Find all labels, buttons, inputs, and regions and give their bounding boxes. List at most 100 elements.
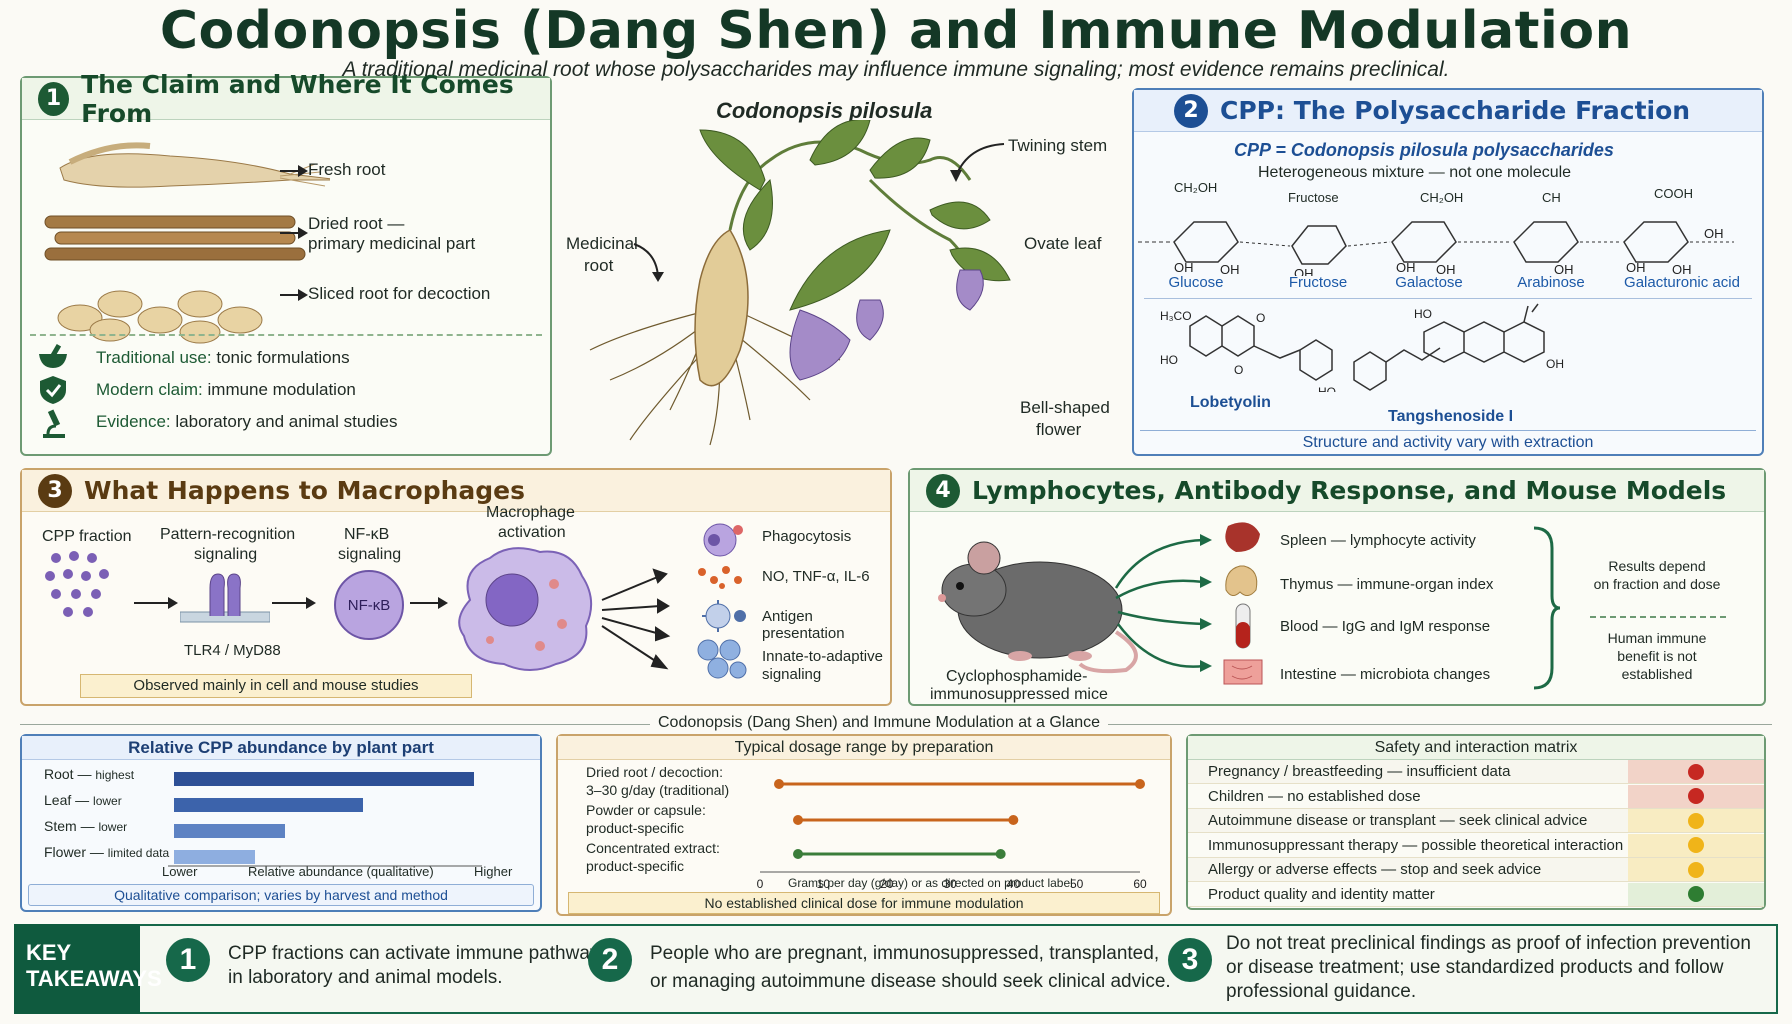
arrow-step-1	[134, 597, 178, 609]
safety-row: Immunosuppressant therapy — possible the…	[1188, 833, 1764, 858]
takeaways-label: KEY	[26, 940, 72, 965]
mortar-icon	[39, 343, 67, 368]
label-dried-root-2: primary medicinal part	[308, 234, 476, 253]
svg-text:OH: OH	[1220, 262, 1240, 276]
safety-row-text: Allergy or adverse effects — stop and se…	[1208, 861, 1542, 878]
svg-text:O: O	[1234, 363, 1243, 377]
label-dried-root: Dried root —	[308, 214, 405, 233]
dosage-tick-label: 10	[817, 877, 831, 891]
label-fresh-root: Fresh root	[308, 160, 386, 179]
sugar-top-arabinose: CH	[1542, 190, 1561, 205]
organ-spleen: Spleen — lymphocyte activity	[1280, 532, 1476, 549]
panel-number: 3	[38, 473, 72, 508]
label-sliced-root: Sliced root for decoction	[308, 284, 491, 303]
item-traditional-val: tonic formulations	[216, 348, 350, 367]
shield-icon	[40, 376, 66, 404]
safety-status-cell	[1628, 833, 1764, 857]
svg-text:OH: OH	[1294, 266, 1314, 276]
takeaway-2-line2: or managing autoimmune disease should se…	[650, 971, 1171, 992]
safety-row-text: Autoimmune disease or transplant — seek …	[1208, 812, 1588, 829]
svg-text:OH: OH	[1672, 262, 1692, 276]
panel-lymphocytes-header: 4 Lymphocytes, Antibody Response, and Mo…	[910, 470, 1764, 512]
label-ovate-leaf: Ovate leaf	[1024, 234, 1102, 253]
panel-claim-header: 1 The Claim and Where It Comes From	[22, 70, 550, 128]
dosage-row-2b: product-specific	[586, 820, 685, 836]
svg-text:H₃CO: H₃CO	[1160, 309, 1192, 323]
panel-number: 2	[1174, 93, 1208, 128]
divider	[1140, 430, 1756, 431]
step-nfkb-2: signaling	[338, 546, 402, 563]
safety-row: Allergy or adverse effects — stop and se…	[1188, 858, 1764, 882]
label-bell-flower-2: flower	[1036, 420, 1082, 439]
dosage-tick-label: 40	[1007, 877, 1021, 891]
svg-text:HO: HO	[1414, 307, 1432, 321]
dosage-axis-label: Grams per day (g/day) or as directed on …	[788, 876, 1073, 890]
cpp-definition: CPP = Codonopsis pilosula polysaccharide…	[1234, 140, 1614, 160]
dosage-title: Typical dosage range by preparation	[558, 736, 1170, 760]
sugar-top-galacturonic: COOH	[1654, 186, 1693, 201]
organ-thymus: Thymus — immune-organ index	[1280, 576, 1494, 593]
compound-lobetyolin: Lobetyolin	[1190, 394, 1271, 411]
brace	[1533, 526, 1561, 690]
takeaways-label-box	[14, 924, 140, 1014]
safety-row-text: Product quality and identity matter	[1208, 885, 1435, 903]
dosage-chart-panel: Typical dosage range by preparation Drie…	[556, 734, 1172, 916]
svg-text:O: O	[1256, 311, 1265, 325]
abundance-chart-panel: Relative CPP abundance by plant part Roo…	[20, 734, 542, 912]
panel-lymphocytes-title: Lymphocytes, Antibody Response, and Mous…	[972, 476, 1727, 505]
receptor-label: TLR4 / MyD88	[184, 642, 281, 659]
organ-arrows	[1114, 534, 1212, 672]
step-pattern-recognition-2: signaling	[194, 546, 258, 563]
abundance-footer: Qualitative comparison; varies by harves…	[28, 884, 534, 906]
result-depends: Results depend	[1608, 558, 1706, 574]
organ-intestine: Intestine — microbiota changes	[1280, 666, 1491, 683]
dosage-footer: No established clinical dose for immune …	[568, 892, 1160, 914]
microscope-icon	[43, 409, 65, 438]
svg-text:OH: OH	[1554, 262, 1574, 276]
sugar-arabinose: Arabinose	[1517, 274, 1585, 291]
takeaways-bar	[14, 924, 1778, 1014]
svg-text:OH: OH	[1546, 357, 1564, 371]
abundance-bar-stem	[174, 824, 285, 838]
result-depends-2: on fraction and dose	[1593, 576, 1721, 592]
dosage-row-1a: Dried root / decoction:	[586, 764, 723, 780]
safety-status-cell	[1628, 858, 1764, 881]
safety-status-cell	[1628, 882, 1764, 906]
panel-macrophages-header: 3 What Happens to Macrophages	[22, 470, 890, 512]
safety-row: Children — no established dose	[1188, 784, 1764, 809]
level-root: highest	[95, 768, 135, 782]
item-traditional-key: Traditional use:	[96, 348, 212, 367]
antigen-icon	[702, 600, 746, 632]
panel-macrophages-title: What Happens to Macrophages	[84, 476, 526, 505]
status-dot-icon	[1688, 861, 1704, 878]
dried-root-image	[44, 215, 306, 261]
takeaway-3-line3: professional guidance.	[1226, 981, 1417, 1002]
organ-blood: Blood — IgG and IgM response	[1280, 618, 1491, 635]
cytokines-icon	[698, 566, 742, 589]
output-innate-adaptive: Innate-to-adaptive	[762, 648, 883, 665]
mouse-label-2: immunosuppressed mice	[930, 686, 1108, 703]
panel-number: 4	[926, 473, 960, 508]
result-not-established-2: benefit is not	[1617, 648, 1697, 664]
item-evidence-key: Evidence:	[96, 412, 171, 431]
sugar-glucose: Glucose	[1168, 274, 1224, 291]
label-twining-stem: Twining stem	[1008, 136, 1108, 155]
svg-text:OH: OH	[1704, 226, 1724, 241]
sugar-top-fructose: Fructose	[1288, 190, 1339, 205]
safety-row-text: Children — no established dose	[1208, 787, 1421, 805]
safety-row: Product quality and identity matter	[1188, 882, 1764, 907]
label-medicinal-root-2: root	[584, 256, 614, 275]
takeaway-number: 2	[588, 938, 632, 982]
thymus-icon	[1225, 565, 1258, 596]
cpp-footer: Structure and activity vary with extract…	[1302, 434, 1594, 451]
part-leaf: Leaf	[44, 792, 72, 808]
sugar-galacturonic-acid: Galacturonic acid	[1624, 274, 1740, 291]
compound-tangshenoside: Tangshenoside I	[1388, 408, 1514, 425]
cpp-subtitle: Heterogeneous mixture — not one molecule	[1258, 164, 1572, 181]
blood-tube-icon	[1235, 603, 1251, 649]
axis-mid: Relative abundance (qualitative)	[248, 864, 434, 879]
sugar-galactose: Galactose	[1395, 274, 1463, 291]
panel-claim-title: The Claim and Where It Comes From	[81, 69, 514, 128]
status-dot-icon	[1688, 812, 1704, 829]
